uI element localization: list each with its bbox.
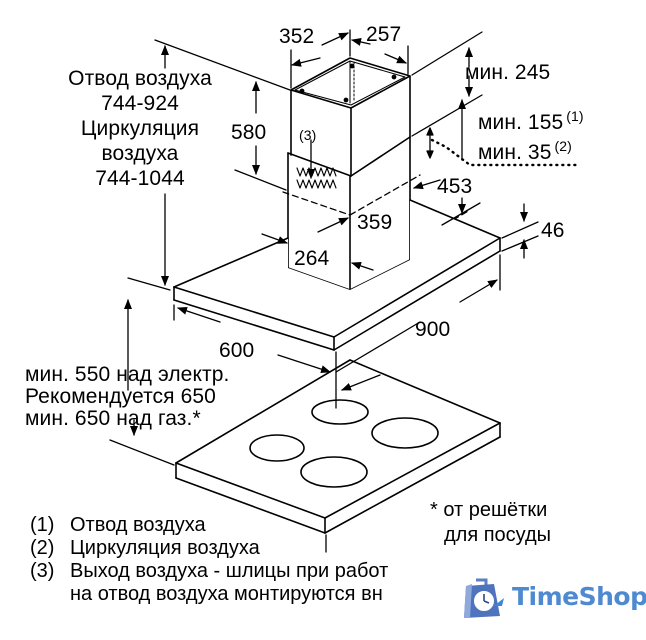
vent-slots-icon <box>296 167 337 189</box>
dim-chimney-width: 352 <box>279 25 315 48</box>
cooktop <box>175 359 501 534</box>
hood-canopy <box>173 199 501 351</box>
shopping-bag-clock-icon <box>464 578 504 618</box>
dim-canopy-offset: 453 <box>437 175 473 198</box>
timeshop-watermark: TimeShop <box>460 572 646 620</box>
legend-item: на отвод воздуха монтируются вн <box>70 583 383 605</box>
min-155-label: мин. 155(1) <box>478 108 584 134</box>
dim-lower-width: 264 <box>294 247 330 270</box>
duct-length-label: Отвод воздуха 744-924 Циркуляция воздуха… <box>68 67 212 190</box>
vent-callout: (3) <box>299 127 317 143</box>
dim-hood-depth: 600 <box>219 339 255 362</box>
dim-canopy-thickness: 46 <box>541 219 565 242</box>
legend-item: (2)Циркуляция воздуха <box>30 537 260 559</box>
watermark-text: TimeShop <box>512 581 646 611</box>
footnote: * от решётки для посуды <box>430 499 552 546</box>
legend: (1)Отвод воздуха (2)Циркуляция воздуха (… <box>30 514 388 606</box>
dimension-lines <box>109 29 539 553</box>
legend-item: (1)Отвод воздуха <box>30 514 206 536</box>
upper-chimney <box>290 57 411 177</box>
dim-chimney-height: 580 <box>231 121 267 144</box>
dim-lower-depth: 359 <box>357 211 393 234</box>
dim-chimney-depth: 257 <box>366 23 402 46</box>
min-245-label: мин. 245 <box>465 61 551 84</box>
dim-hood-width: 900 <box>415 318 451 341</box>
min-35-label: мин. 35(2) <box>478 138 572 164</box>
watermark-mask <box>448 560 462 620</box>
cooktop-height-notes: мин. 550 над электр. Рекомендуется 650 м… <box>25 363 230 430</box>
legend-item: (3)Выход воздуха - шлицы при работ <box>30 560 389 582</box>
circulation-dotted-line <box>430 138 582 167</box>
